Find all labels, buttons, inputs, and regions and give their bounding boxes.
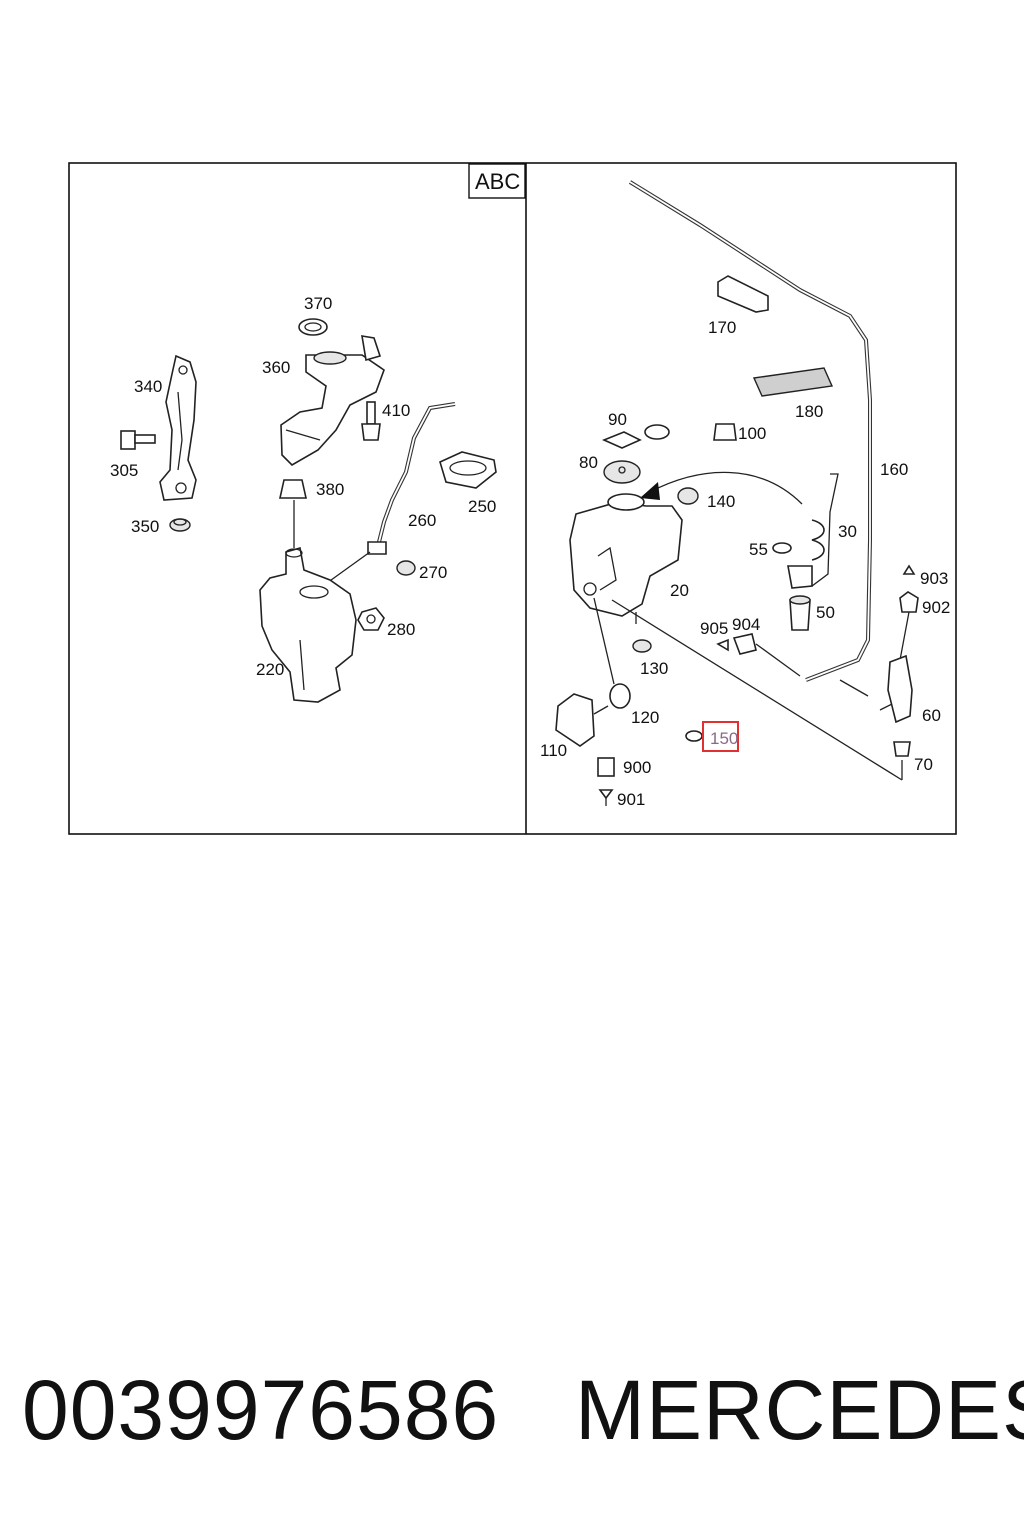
part-900-connector [597, 757, 615, 777]
label-90: 90 [608, 410, 627, 429]
part-340-bracket [159, 354, 197, 501]
right-panel: 170 180 90 100 80 160 140 30 55 20 50 90… [540, 180, 950, 809]
part-180-pad [752, 367, 834, 397]
part-160-hose [628, 180, 872, 697]
part-904-connector [732, 633, 801, 677]
part-410-screw [361, 401, 381, 441]
label-350: 350 [131, 517, 159, 536]
label-220: 220 [256, 660, 284, 679]
label-305: 305 [110, 461, 138, 480]
label-170: 170 [708, 318, 736, 337]
part-901-pin [598, 789, 614, 806]
label-380: 380 [316, 480, 344, 499]
label-80: 80 [579, 453, 598, 472]
label-120: 120 [631, 708, 659, 727]
part-120-seal [593, 597, 631, 709]
leader-line [611, 599, 903, 781]
label-903: 903 [920, 569, 948, 588]
label-340: 340 [134, 377, 162, 396]
part-380-cap [279, 479, 307, 548]
part-70-grommet [893, 741, 911, 757]
left-panel: 370 360 340 410 305 380 250 260 350 270 … [110, 294, 497, 703]
label-902: 902 [922, 598, 950, 617]
part-55-washer [772, 542, 792, 554]
part-905-pin [716, 638, 729, 652]
label-30: 30 [838, 522, 857, 541]
part-90-gasket [601, 424, 670, 449]
label-900: 900 [623, 758, 651, 777]
panel-tag: ABC [475, 169, 520, 194]
part-902-connector [899, 591, 919, 661]
highlight-box-150 [702, 721, 739, 752]
label-140: 140 [707, 492, 735, 511]
part-number: 0039976586 [22, 1363, 500, 1457]
label-370: 370 [304, 294, 332, 313]
label-50: 50 [816, 603, 835, 622]
label-901: 901 [617, 790, 645, 809]
label-360: 360 [262, 358, 290, 377]
label-180: 180 [795, 402, 823, 421]
part-80-cap [603, 460, 641, 484]
part-280-nut [357, 607, 385, 631]
assembly-arrow [640, 471, 803, 505]
label-280: 280 [387, 620, 415, 639]
label-250: 250 [468, 497, 496, 516]
label-270: 270 [419, 563, 447, 582]
label-130: 130 [640, 659, 668, 678]
part-305-bolt [120, 430, 156, 450]
label-905: 905 [700, 619, 728, 638]
label-150: 150 [710, 729, 738, 748]
part-370-gasket [298, 318, 328, 336]
label-55: 55 [749, 540, 768, 559]
part-140-cap [677, 487, 699, 505]
part-50-filter [789, 595, 811, 631]
part-130-grommet [632, 639, 652, 653]
part-350-grommet [169, 518, 191, 532]
part-170-guard [717, 275, 769, 313]
label-904: 904 [732, 615, 760, 634]
brand-name: MERCEDES [575, 1363, 1024, 1457]
label-260: 260 [408, 511, 436, 530]
part-110-pump [555, 693, 609, 747]
label-160: 160 [880, 460, 908, 479]
label-100: 100 [738, 424, 766, 443]
label-20: 20 [670, 581, 689, 600]
label-60: 60 [922, 706, 941, 725]
panel-tag-box [468, 163, 526, 199]
part-360-filler-neck [280, 335, 385, 466]
part-903-pin [902, 564, 916, 575]
label-410: 410 [382, 401, 410, 420]
part-150-clip [685, 730, 703, 742]
part-20-reservoir [569, 493, 683, 624]
part-220-reservoir [259, 546, 357, 703]
part-270-clamp [396, 560, 416, 576]
part-30-sensor [787, 473, 839, 589]
label-110: 110 [540, 741, 567, 760]
label-70: 70 [914, 755, 933, 774]
part-250-filter [439, 451, 497, 489]
part-100-buffer [713, 423, 737, 441]
part-60-pump [879, 654, 913, 724]
diagram-frame [68, 162, 957, 835]
